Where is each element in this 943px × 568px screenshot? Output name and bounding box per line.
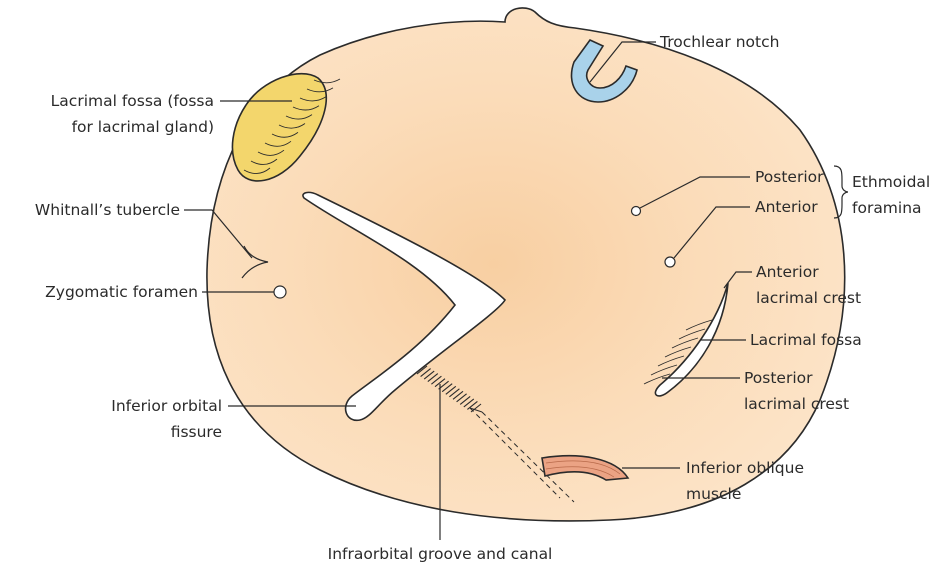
label-anterior-lacrimal-crest-line1: Anterior <box>756 263 819 281</box>
label-posterior-lacrimal-crest-line2: lacrimal crest <box>744 395 849 413</box>
label-inferior-oblique-line2: muscle <box>686 485 741 503</box>
label-posterior-ethmoidal: Posterior <box>755 168 824 186</box>
anterior-ethmoidal-foramen <box>665 257 675 267</box>
label-ethmoidal-line1: Ethmoidal <box>852 173 930 191</box>
label-anterior-lacrimal-crest-line2: lacrimal crest <box>756 289 861 307</box>
label-inferior-orbital-fissure-line1: Inferior orbital <box>111 397 222 415</box>
label-infraorbital-groove: Infraorbital groove and canal <box>328 545 553 563</box>
label-trochlear-notch: Trochlear notch <box>659 33 779 51</box>
label-lacrimal-fossa: Lacrimal fossa <box>750 331 862 349</box>
label-inferior-oblique-line1: Inferior oblique <box>686 459 804 477</box>
label-ethmoidal-line2: foramina <box>852 199 922 217</box>
label-lacrimal-gland-fossa-line1: Lacrimal fossa (fossa <box>51 92 214 110</box>
zygomatic-foramen <box>274 286 286 298</box>
label-lacrimal-gland-fossa-line2: for lacrimal gland) <box>72 118 214 136</box>
label-zygomatic-foramen: Zygomatic foramen <box>45 283 198 301</box>
label-anterior-ethmoidal: Anterior <box>755 198 818 216</box>
label-inferior-orbital-fissure-line2: fissure <box>171 423 222 441</box>
label-posterior-lacrimal-crest-line1: Posterior <box>744 369 813 387</box>
posterior-ethmoidal-foramen <box>632 207 641 216</box>
label-whitnalls-tubercle: Whitnall’s tubercle <box>35 201 180 219</box>
